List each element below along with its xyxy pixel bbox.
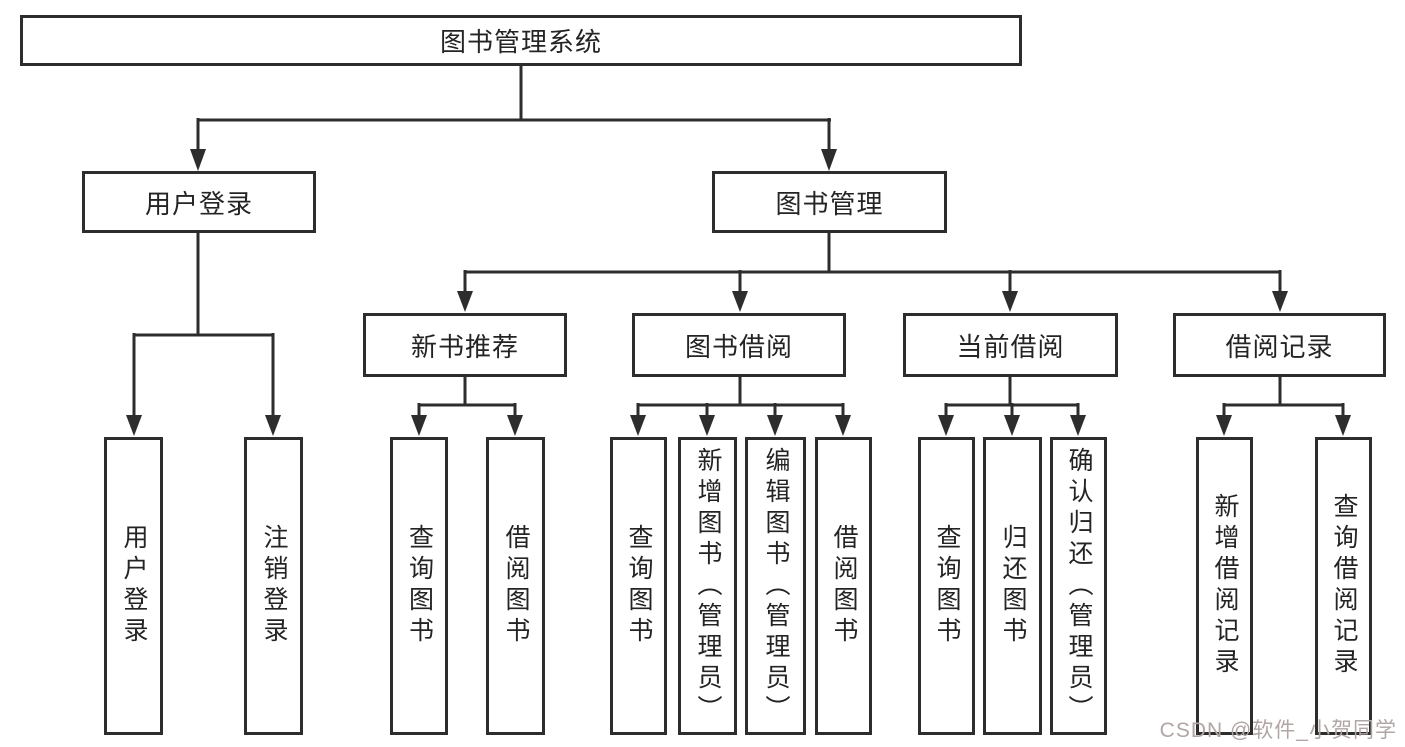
- leaf-label: 查询图书: [405, 524, 434, 648]
- node-book-borrow: 图书借阅: [632, 313, 846, 377]
- leaf-borrow-books-recommend: 借阅图书: [486, 437, 545, 735]
- node-library-management-system: 图书管理系统: [20, 15, 1022, 66]
- connector-mgmt-to-level3: [463, 232, 1282, 293]
- leaf-label: 新增图书（管理员）: [694, 446, 722, 726]
- leaf-label: 注销登录: [260, 524, 288, 648]
- connector-records-to-leaves: [1222, 376, 1345, 416]
- leaf-label: 查询图书: [933, 524, 961, 648]
- leaf-label: 用户登录: [120, 524, 148, 648]
- leaf-add-borrow-record: 新增借阅记录: [1196, 437, 1253, 735]
- leaf-query-borrow-record: 查询借阅记录: [1315, 437, 1372, 735]
- leaf-query-books-borrow: 查询图书: [610, 437, 667, 735]
- leaf-confirm-return-admin: 确认归还（管理员）: [1050, 437, 1107, 735]
- node-current-borrow: 当前借阅: [903, 313, 1118, 377]
- node-user-login-branch: 用户登录: [82, 171, 316, 233]
- leaf-label: 查询图书: [625, 524, 653, 648]
- leaf-logout: 注销登录: [244, 437, 303, 735]
- connector-root-to-level2: [196, 65, 831, 151]
- leaf-label: 借阅图书: [502, 524, 530, 648]
- leaf-query-books-current: 查询图书: [918, 437, 975, 735]
- leaf-borrow-books: 借阅图书: [815, 437, 872, 735]
- connector-borrow-to-leaves: [636, 376, 845, 416]
- connector-login-to-leaves: [132, 232, 275, 416]
- leaf-label: 借阅图书: [830, 524, 858, 648]
- leaf-return-books: 归还图书: [983, 437, 1042, 735]
- leaf-label: 新增借阅记录: [1211, 493, 1239, 679]
- node-book-management-branch: 图书管理: [712, 171, 947, 233]
- node-new-book-recommend: 新书推荐: [363, 313, 567, 377]
- leaf-label: 编辑图书（管理员）: [762, 446, 790, 726]
- leaf-label: 确认归还（管理员）: [1065, 446, 1093, 726]
- leaf-edit-books-admin: 编辑图书（管理员）: [745, 437, 806, 735]
- connector-recommend-to-leaves: [417, 376, 517, 416]
- connector-current-to-leaves: [944, 376, 1080, 416]
- leaf-query-books-recommend: 查询图书: [390, 437, 448, 735]
- leaf-add-books-admin: 新增图书（管理员）: [678, 437, 737, 735]
- csdn-watermark: CSDN @软件_小贺同学: [1159, 719, 1397, 742]
- node-borrow-records: 借阅记录: [1173, 313, 1386, 377]
- leaf-user-login: 用户登录: [104, 437, 163, 735]
- leaf-label: 查询借阅记录: [1330, 493, 1358, 679]
- arrowheads: [126, 149, 1351, 436]
- leaf-label: 归还图书: [999, 524, 1027, 648]
